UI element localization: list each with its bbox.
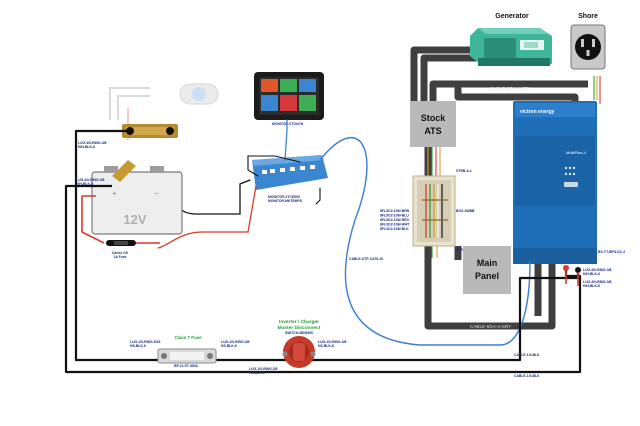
lug-switch-in-1: LUG-1/0-RING-3/8 <box>249 367 278 371</box>
lug-switch-out-1: LUG-1/0-RING-3/8 <box>318 340 347 344</box>
shore-to-multiplus-cable <box>429 80 588 102</box>
class-t-label: Class T Fuse <box>174 335 202 340</box>
cerbo-gx <box>252 155 328 190</box>
svg-text:+: + <box>112 189 117 198</box>
neg-return-label: CABLE-1/0-BLK <box>514 353 540 357</box>
junction-title: BOX-4WBB <box>456 209 475 213</box>
generator-to-ats-cable <box>410 46 478 102</box>
lug-fuse-out-2: HS-BLK-6 <box>221 344 237 348</box>
gx-power-cable-red <box>157 185 257 249</box>
lug-battery-pos-1: LUG-4/0-RING-3/8 <box>76 178 105 182</box>
lug-fuse-out-1: LUG-1/0-RING-3/8 <box>221 340 250 344</box>
multiplus-brand: victron energy <box>520 109 555 115</box>
str-a-label: STRB-A-1 <box>456 169 472 173</box>
gx-to-gx-link <box>247 155 301 177</box>
generator: Generator <box>470 13 552 66</box>
battery-strap <box>112 160 136 182</box>
junction-wire-1: 8FLXD2-10W-BRN <box>380 209 410 213</box>
main-panel-label-line-1: Main <box>477 258 498 268</box>
main-panel-label-line-2: Panel <box>475 271 499 281</box>
display-part: MONITOR-VTOUCH <box>272 122 304 126</box>
junction-wire-4: 8FLXD2-10W-WHT <box>380 223 410 227</box>
junction-wire-list: 8FLXD2-10W-BRN 8FLXD2-10W-BLU 8FLXD2-10W… <box>380 209 410 231</box>
multiplus-inverter: victron energy MultiPlus-II <box>513 101 597 264</box>
master-disconnect <box>282 336 316 368</box>
lug-switch-out-2: HS-BLK-6 <box>318 344 334 348</box>
lug-battery-pos-2: H/H-BLK-6 <box>76 182 93 186</box>
stock-ats: Stock ATS <box>410 101 456 147</box>
ve-bus-label: CABLE-UTP-CAT6-10 <box>349 257 383 261</box>
junction-wire-5: 8FLXD2-10W-BLK <box>380 227 409 231</box>
lug-fuse-in-1: LUG-1/0-RING-5/16 <box>130 340 160 344</box>
svg-text:−: − <box>154 189 159 198</box>
dc-side-label: BS-YT-BPS-DC-2 <box>598 250 625 254</box>
junction-wire-3: 8FLXD2-10W-RED <box>380 218 409 222</box>
bottom-ac-cable-label: CABLE-6GA-4-GRY <box>470 324 511 329</box>
lug-battery-neg-2: H/H-BLK-6 <box>78 145 95 149</box>
generator-to-ats-cable-2 <box>420 54 478 102</box>
class-t-fuse <box>157 348 217 364</box>
disconnect-title-line-2: Master Disconnect <box>278 325 321 331</box>
lug-battery-neg-1: LUG-4/0-RING-3/8 <box>78 141 107 145</box>
disconnect-part: SWITCH-BSW300 <box>285 331 313 335</box>
shore-outlet: Shore <box>570 13 606 70</box>
inline-fuse <box>106 240 136 246</box>
class-t-part: BP-CLST-300A <box>174 364 198 368</box>
inline-fuse-label: Carlex GX <box>112 251 129 255</box>
battery-voltage: 12V <box>123 212 146 227</box>
lug-inv-pos-2: H/H-BLK-6 <box>583 272 600 276</box>
cable-labels: CABLE-6GA-4-GRY CABLE-6GA-4-GRY CABLE-1/… <box>470 86 540 378</box>
lug-inv-neg-2: H/H-BLK-6 <box>583 284 600 288</box>
inverter-dc-leads <box>565 270 579 286</box>
junction-box <box>412 175 456 247</box>
generator-label: Generator <box>495 13 529 20</box>
battery-shunt <box>122 124 178 138</box>
gx-part-line-2: MONITOR-MKTEMPS <box>268 199 303 203</box>
display-to-gx-cable <box>284 119 288 161</box>
battery-monitor-faded <box>109 83 219 140</box>
ac-conductors <box>427 76 601 258</box>
multiplus-dc-terminals <box>563 265 581 273</box>
lug-switch-in-2: HS-BLK-6 <box>249 371 265 375</box>
lug-inv-pos-1: LUG-4/0-RING-3/8 <box>583 268 612 272</box>
pos-feed-label: CABLE-1/0-BLK <box>514 374 540 378</box>
touch-display <box>254 72 324 120</box>
top-ac-cable-label: CABLE-6GA-4-GRY <box>490 86 531 91</box>
disconnect-title-line-1: Inverter / Charger <box>279 319 319 325</box>
data-cables <box>157 119 531 346</box>
ats-label-line-1: Stock <box>421 113 447 123</box>
battery: + − 12V <box>91 166 183 235</box>
gx-to-multiplus-ve-bus <box>319 137 531 346</box>
junction-wire-2: 8FLXD2-10W-BLU <box>380 214 409 218</box>
inline-fuse-rating: 1A Fuse <box>113 255 126 259</box>
ats-label-line-2: ATS <box>424 126 441 136</box>
shore-label: Shore <box>578 13 598 20</box>
gx-temp-sensor <box>315 187 321 205</box>
lug-labels: LUG-4/0-RING-3/8 H/H-BLK-6 LUG-4/0-RING-… <box>76 141 612 375</box>
lug-inv-neg-1: LUG-4/0-RING-3/8 <box>583 280 612 284</box>
battery-red-lead <box>81 195 105 244</box>
multiplus-model: MultiPlus-II <box>566 150 586 155</box>
main-panel: Main Panel <box>463 246 511 294</box>
gx-part-line-1: MONITOR-VTCE500 <box>268 195 300 199</box>
lug-fuse-in-2: HS-BLK-6 <box>130 344 146 348</box>
